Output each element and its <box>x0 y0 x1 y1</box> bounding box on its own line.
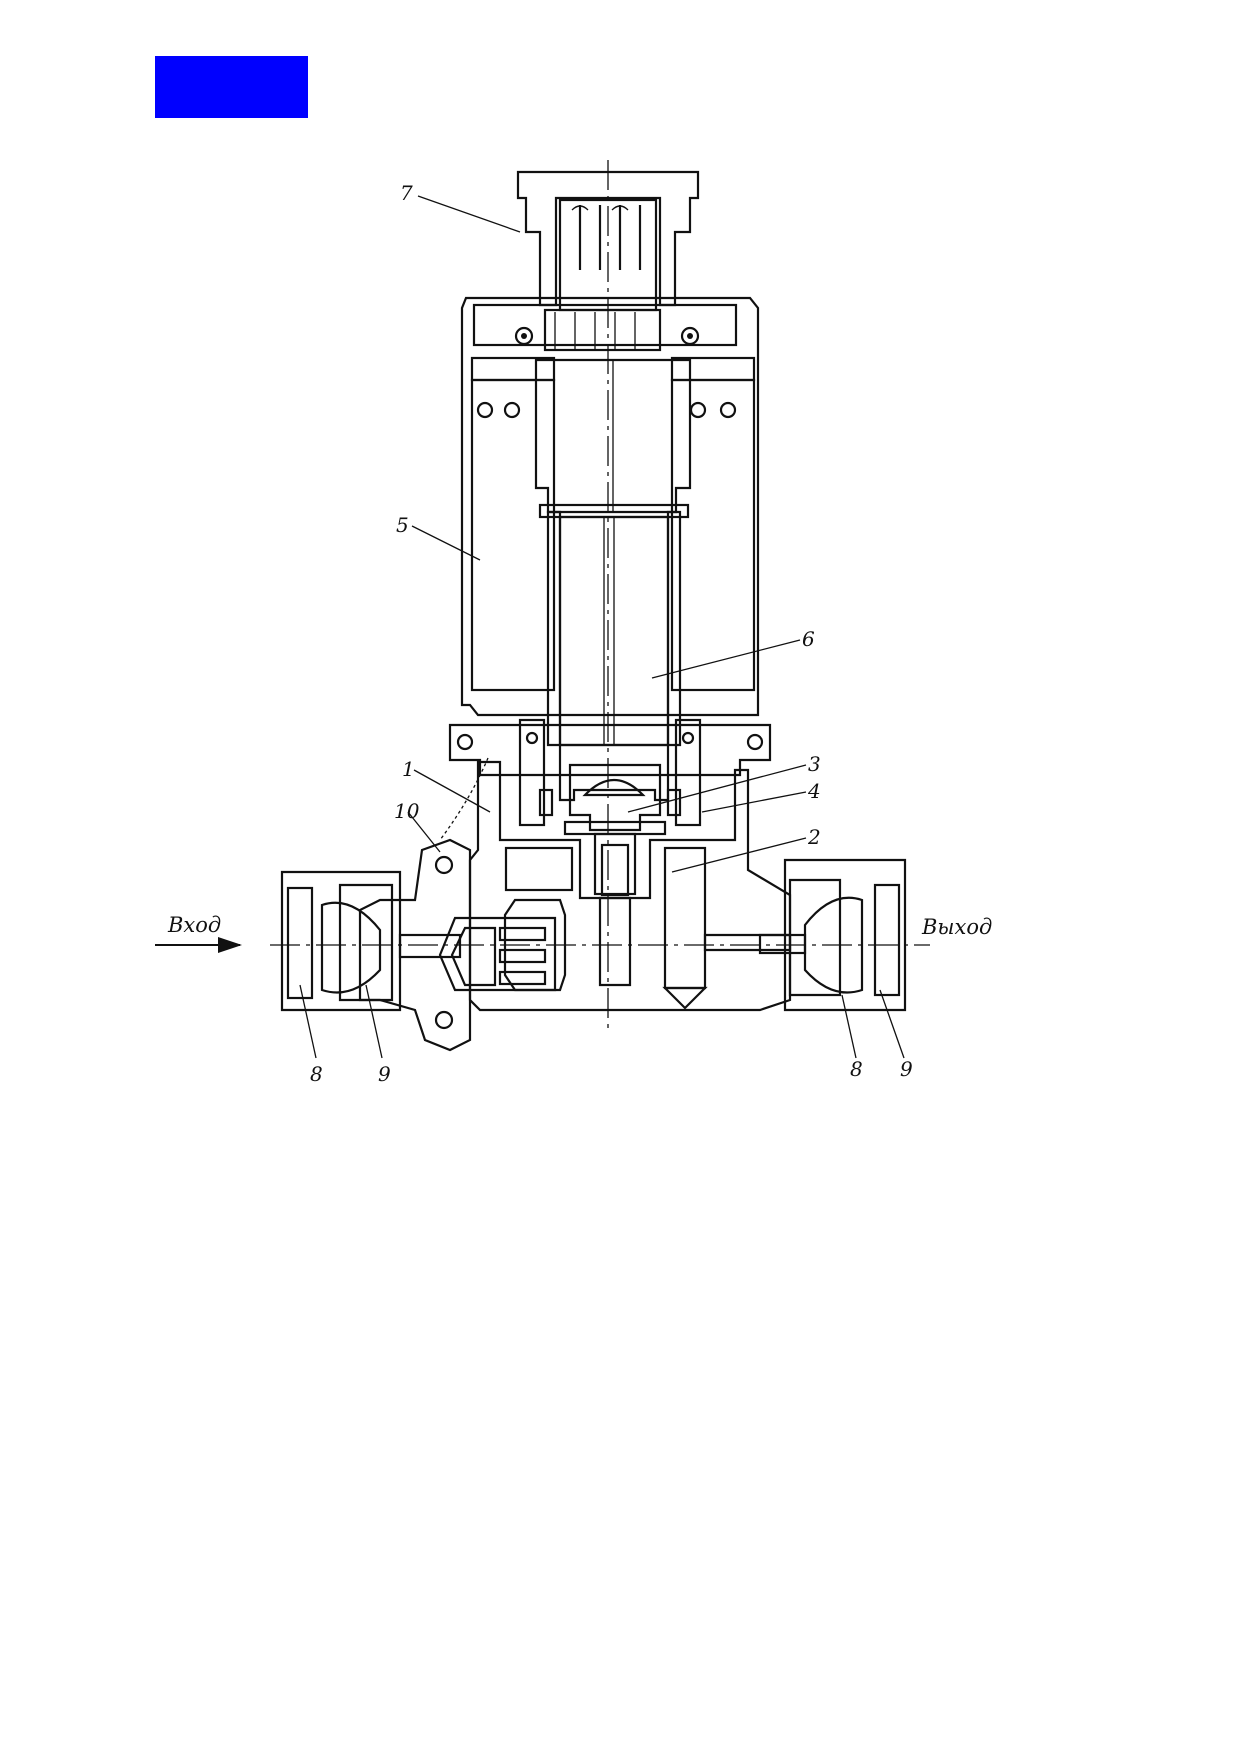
coil-winding <box>470 356 756 692</box>
label-10: 10 <box>394 799 420 823</box>
magnetic-core <box>534 358 692 514</box>
label-5: 5 <box>396 513 409 537</box>
valve-seat-assembly <box>563 763 667 897</box>
center-lines <box>270 160 930 1030</box>
label-2: 2 <box>807 825 821 849</box>
lead-wire <box>439 757 489 841</box>
label-7: 7 <box>400 181 413 205</box>
label-4: 4 <box>807 779 821 803</box>
outlet-fitting <box>758 858 907 1012</box>
label-8-right: 8 <box>850 1057 863 1081</box>
filter-cartridge <box>438 916 557 992</box>
label-9-left: 9 <box>378 1062 391 1086</box>
label-8-left: 8 <box>310 1062 323 1086</box>
outer-housing <box>460 296 760 717</box>
label-3: 3 <box>808 752 821 776</box>
lower-flange <box>448 718 772 827</box>
inlet-fitting <box>280 838 472 1052</box>
plunger-sleeve <box>538 503 690 802</box>
inlet-label: Вход <box>167 913 221 937</box>
label-9-right: 9 <box>900 1057 913 1081</box>
outlet-label: Выход <box>921 915 992 939</box>
blue-block <box>155 56 308 118</box>
leader-lines <box>299 195 905 1059</box>
label-1: 1 <box>402 757 415 781</box>
label-6: 6 <box>802 627 815 651</box>
